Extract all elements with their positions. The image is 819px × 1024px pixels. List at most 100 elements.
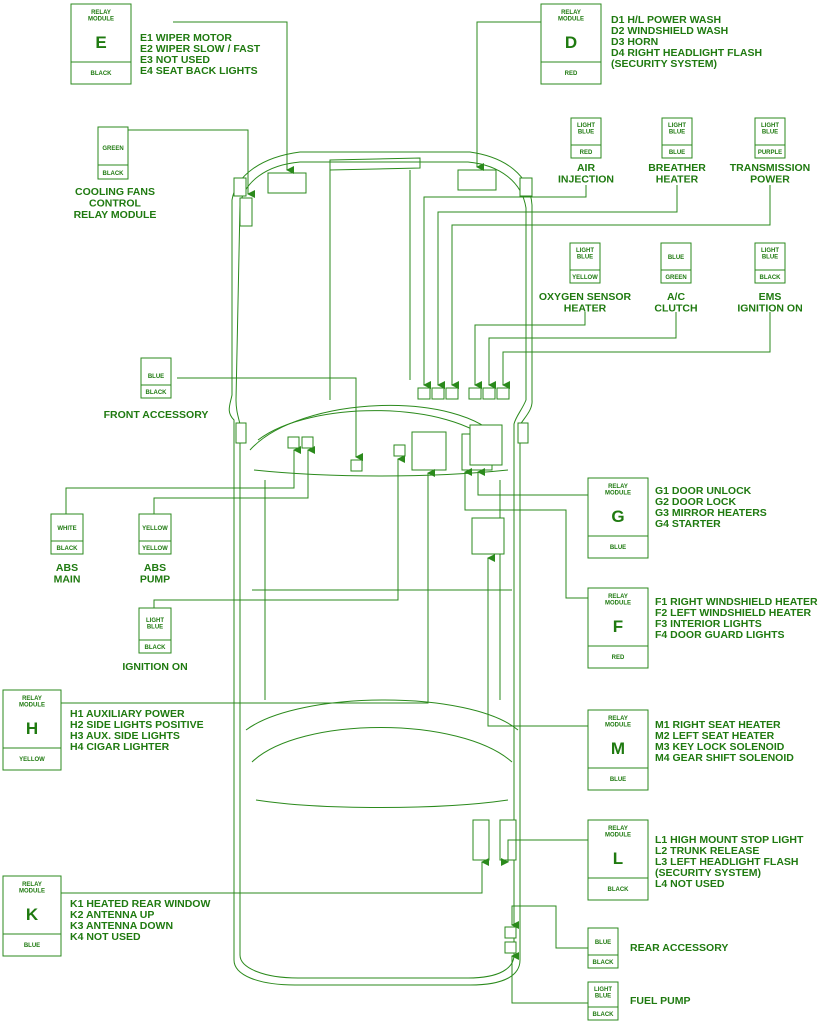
module-item: E1 WIPER MOTOR [140, 32, 232, 44]
module-letter: M [611, 739, 625, 758]
module-item: H1 AUXILIARY POWER [70, 708, 185, 720]
module-item: (SECURITY SYSTEM) [655, 867, 761, 879]
module-item: L1 HIGH MOUNT STOP LIGHT [655, 834, 804, 846]
svg-text:BLACK: BLACK [593, 960, 615, 966]
module-item: E3 NOT USED [140, 54, 210, 66]
module-item: M4 GEAR SHIFT SOLENOID [655, 752, 794, 764]
svg-text:WHITE: WHITE [57, 526, 76, 532]
module-letter: F [613, 617, 623, 636]
svg-text:BLACK: BLACK [103, 171, 125, 177]
module-item: G1 DOOR UNLOCK [655, 485, 752, 497]
svg-text:BLACK: BLACK [145, 645, 167, 651]
car-outline [228, 151, 533, 986]
module-color: BLUE [24, 943, 40, 949]
module-item: K2 ANTENNA UP [70, 909, 154, 921]
module-color: BLACK [608, 887, 630, 893]
module-letter: E [95, 33, 106, 52]
module-item: E2 WIPER SLOW / FAST [140, 43, 261, 55]
module-color: YELLOW [19, 757, 45, 763]
relay-front-accessory: BLUE BLACK FRONT ACCESSORY [104, 357, 209, 421]
relay-label: FUEL PUMP [630, 995, 690, 1007]
relay-label: FRONT ACCESSORY [104, 409, 209, 421]
module-item: K1 HEATED REAR WINDOW [70, 898, 210, 910]
module-letter: G [611, 507, 624, 526]
svg-text:YELLOW: YELLOW [572, 275, 598, 281]
module-letter: K [26, 905, 39, 924]
module-color: RED [565, 71, 578, 77]
module-color: RED [612, 655, 625, 661]
module-item: E4 SEAT BACK LIGHTS [140, 65, 258, 77]
module-item: G4 STARTER [655, 518, 721, 530]
module-item: F1 RIGHT WINDSHIELD HEATER [655, 596, 818, 608]
car-components [239, 169, 517, 954]
module-item: D4 RIGHT HEADLIGHT FLASH [611, 47, 762, 59]
module-item: L2 TRUNK RELEASE [655, 845, 759, 857]
module-letter: H [26, 719, 38, 738]
module-color: BLUE [610, 777, 626, 783]
module-item: D3 HORN [611, 36, 658, 48]
relay-label: IGNITION ON [122, 661, 187, 673]
module-color: BLACK [91, 71, 113, 77]
svg-text:RED: RED [580, 150, 593, 156]
module-item: H2 SIDE LIGHTS POSITIVE [70, 719, 204, 731]
svg-text:BLUE: BLUE [595, 940, 611, 946]
svg-text:BLACK: BLACK [593, 1012, 615, 1018]
svg-text:BLUE: BLUE [668, 255, 684, 261]
svg-text:GREEN: GREEN [665, 275, 686, 281]
relay-rear-accessory: BLUE BLACK REAR ACCESSORY [587, 927, 728, 969]
module-item: L4 NOT USED [655, 878, 725, 890]
module-item: D1 H/L POWER WASH [611, 14, 721, 26]
module-item: H3 AUX. SIDE LIGHTS [70, 730, 180, 742]
connector-lines [61, 21, 771, 1004]
module-item: H4 CIGAR LIGHTER [70, 741, 170, 753]
module-item: K3 ANTENNA DOWN [70, 920, 173, 932]
module-item: M2 LEFT SEAT HEATER [655, 730, 775, 742]
module-item: D2 WINDSHIELD WASH [611, 25, 728, 37]
svg-text:BLACK: BLACK [760, 275, 782, 281]
module-item: K4 NOT USED [70, 931, 141, 943]
svg-text:BLUE: BLUE [148, 374, 164, 380]
module-item: G2 DOOR LOCK [655, 496, 737, 508]
module-color: BLUE [610, 545, 626, 551]
svg-text:GREEN: GREEN [102, 146, 123, 152]
svg-text:YELLOW: YELLOW [142, 546, 168, 552]
module-item: F4 DOOR GUARD LIGHTS [655, 629, 785, 641]
svg-text:PURPLE: PURPLE [758, 150, 782, 156]
